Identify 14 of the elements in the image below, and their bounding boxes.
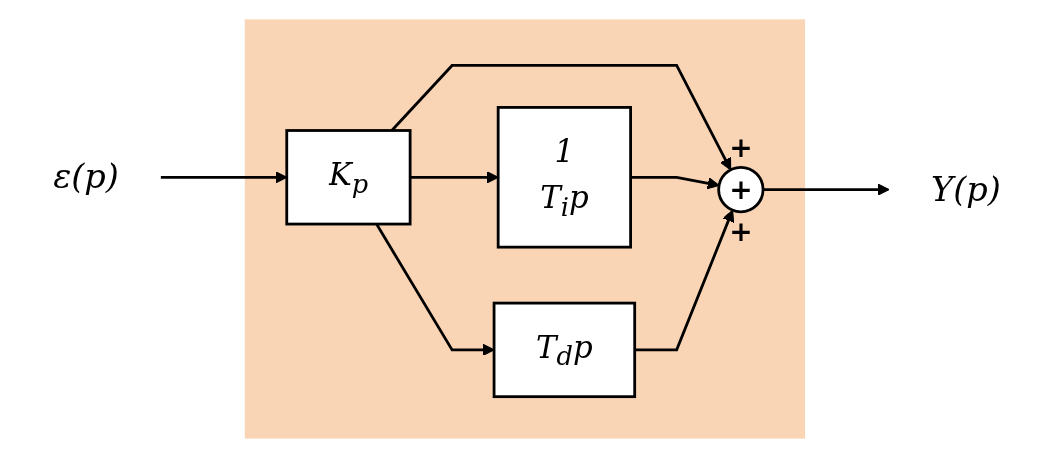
node-text: Y(p) — [930, 169, 1001, 210]
node-label: + — [729, 130, 753, 165]
node-box: T$_{d}$p — [492, 301, 637, 399]
arrow — [410, 171, 499, 184]
node-box: K$_{p}$ — [285, 129, 412, 226]
arrow — [634, 209, 735, 352]
cluster — [244, 19, 806, 439]
node-circle: + — [717, 165, 765, 214]
arrow — [763, 183, 890, 196]
arrow — [390, 64, 732, 171]
arrow — [630, 175, 720, 190]
node-box: 1 T$_{i}$p — [496, 106, 632, 249]
node-label: + — [729, 214, 753, 249]
node-text: ε(p) — [53, 157, 119, 197]
